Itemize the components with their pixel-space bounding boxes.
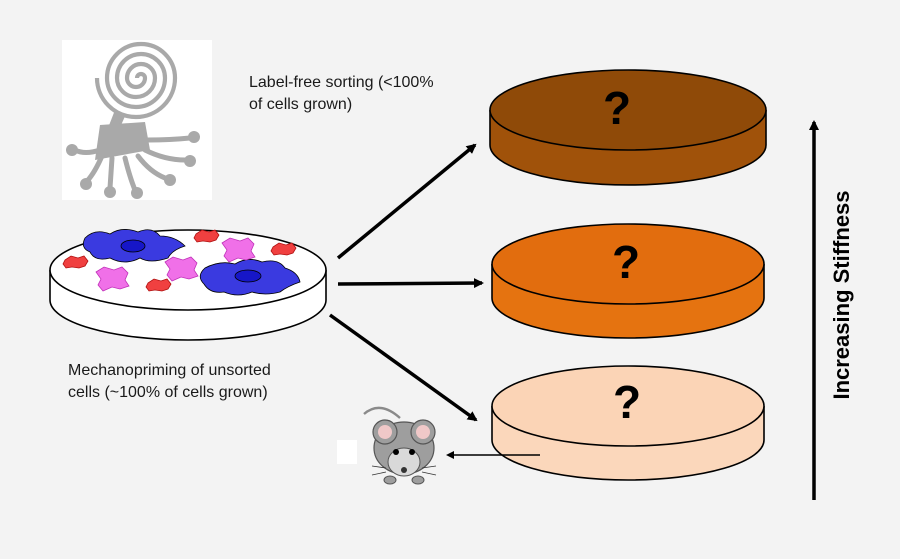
large-cell — [82, 229, 186, 263]
question-mark-medium: ? — [611, 236, 641, 288]
dish-low-stiffness — [491, 365, 765, 481]
label-free-sorting-label: Label-free sorting (<100% of cells grown… — [249, 72, 434, 116]
arrow-icon — [337, 278, 484, 289]
chip-ports — [66, 131, 200, 199]
red-cell — [62, 229, 297, 292]
stiffness-axis-label: Increasing Stiffness — [829, 190, 854, 400]
spiral-channel — [94, 41, 178, 120]
dish-high-stiffness — [489, 69, 767, 186]
pink-cell — [95, 237, 256, 292]
label-line: Mechanopriming of unsorted — [68, 362, 271, 379]
arrow-icon — [328, 313, 478, 422]
arrow-icon — [336, 143, 477, 260]
mechanopriming-label: Mechanopriming of unsorted cells (~100% … — [68, 360, 271, 404]
petri-dish-icon — [49, 229, 327, 341]
dish-medium-stiffness — [491, 223, 765, 339]
label-line: Label-free sorting (<100% — [249, 74, 434, 91]
mouse-icon — [337, 406, 437, 485]
spiral-chip-icon — [62, 40, 212, 200]
question-mark-low: ? — [612, 376, 642, 428]
question-mark-high: ? — [602, 82, 632, 134]
label-line: cells (~100% of cells grown) — [68, 384, 268, 402]
chip-outlets — [72, 135, 193, 193]
chip-body — [95, 122, 150, 160]
label-line: of cells grown) — [249, 96, 353, 114]
large-cell — [199, 259, 301, 296]
